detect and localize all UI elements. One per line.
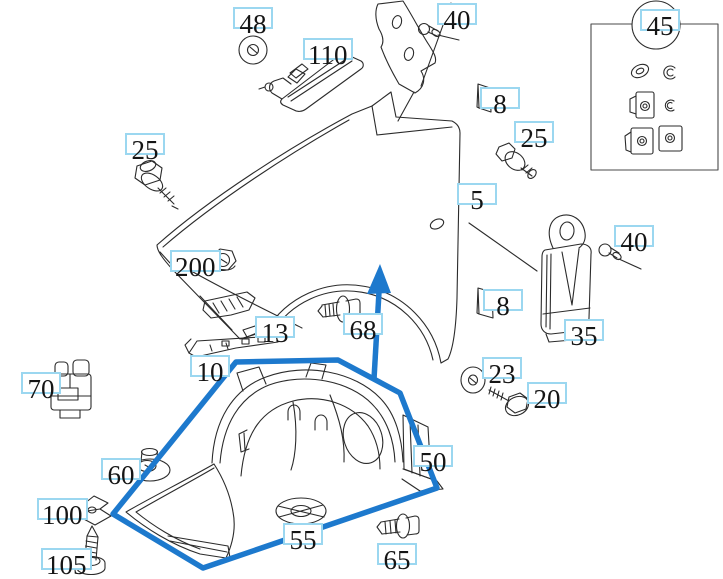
rivet-40-right-drawing <box>598 243 642 270</box>
part-label-68[interactable]: 68 <box>343 313 383 345</box>
kit-45-contents <box>624 63 683 155</box>
part-label-60[interactable]: 60 <box>101 458 141 490</box>
assembly-direction-arrow <box>367 264 391 380</box>
part-label-8-top[interactable]: 8 <box>480 87 520 119</box>
part-label-55[interactable]: 55 <box>283 523 323 555</box>
screw-40-top-drawing <box>417 22 460 41</box>
part-label-200[interactable]: 200 <box>170 250 221 282</box>
part-label-100[interactable]: 100 <box>37 498 88 530</box>
part-label-25-right[interactable]: 25 <box>514 121 554 153</box>
fender-panel-drawing <box>156 91 461 364</box>
part-label-25-left[interactable]: 25 <box>125 133 165 165</box>
part-label-35[interactable]: 35 <box>564 319 604 351</box>
part-label-50[interactable]: 50 <box>413 445 453 477</box>
part-label-20[interactable]: 20 <box>527 382 567 414</box>
part-label-40-top[interactable]: 40 <box>437 3 477 35</box>
washer-23-drawing <box>460 366 486 394</box>
part-label-13[interactable]: 13 <box>255 316 295 348</box>
part-label-48[interactable]: 48 <box>233 7 273 39</box>
part-label-70[interactable]: 70 <box>21 372 61 404</box>
part-label-40-right[interactable]: 40 <box>614 225 654 257</box>
grommet-48-drawing <box>238 35 268 65</box>
part-label-65[interactable]: 65 <box>377 543 417 575</box>
leader-lines <box>468 222 538 272</box>
screw-65-drawing <box>376 513 420 539</box>
part-label-45[interactable]: 45 <box>640 9 680 41</box>
part-label-23[interactable]: 23 <box>482 357 522 389</box>
pad-8-top-drawing <box>476 83 492 113</box>
bolt-25-right-drawing <box>495 142 537 179</box>
part-label-5[interactable]: 5 <box>457 183 497 215</box>
part-label-105[interactable]: 105 <box>41 548 92 579</box>
part-label-8-right[interactable]: 8 <box>483 289 523 321</box>
bolt-20-drawing <box>488 386 530 417</box>
bolt-25-left-drawing <box>134 160 179 210</box>
part-label-110[interactable]: 110 <box>303 38 353 70</box>
part-label-10[interactable]: 10 <box>190 355 230 387</box>
liner-highlight-outline <box>110 357 440 571</box>
